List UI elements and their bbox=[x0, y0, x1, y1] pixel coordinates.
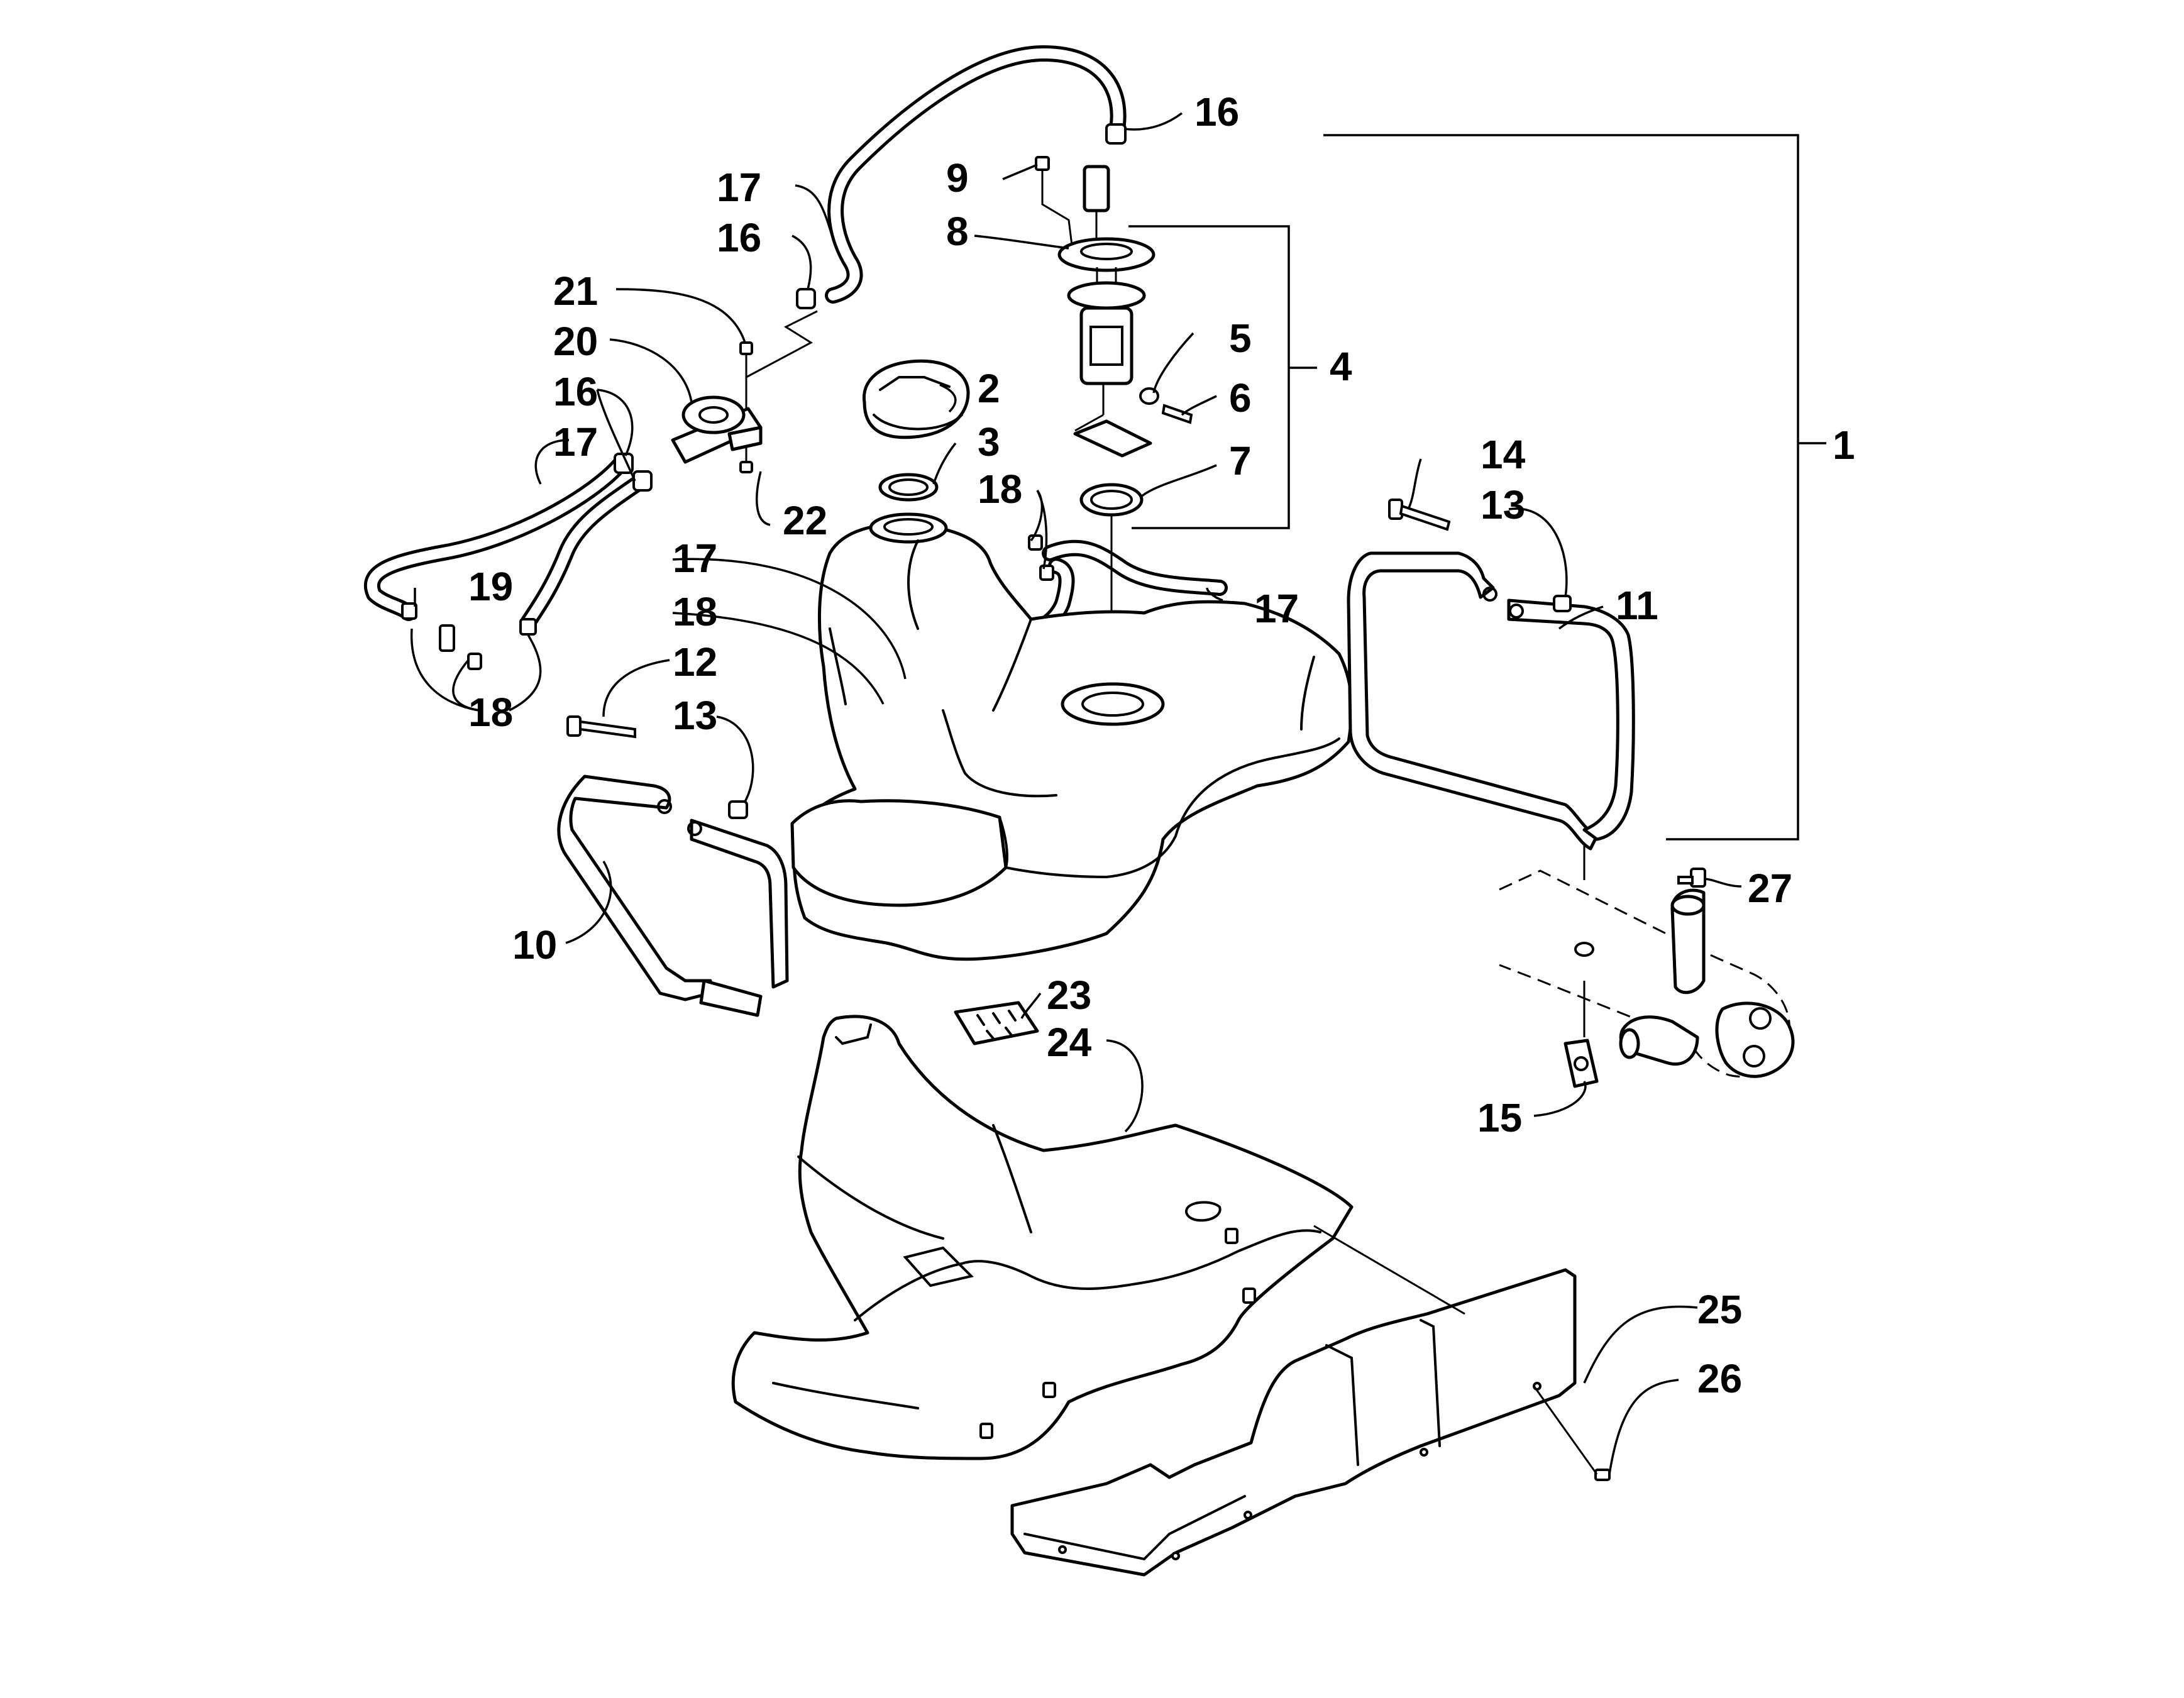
skid-screw-26 bbox=[1533, 1386, 1611, 1481]
tank-strap-right bbox=[1347, 551, 1635, 851]
callout-18: 18 bbox=[468, 690, 513, 735]
hose-connector-19 bbox=[401, 602, 537, 670]
fuel-tank bbox=[790, 512, 1354, 961]
callout-15: 15 bbox=[1477, 1095, 1522, 1140]
valve-screw-21 bbox=[739, 341, 753, 409]
callout-7: 7 bbox=[1229, 438, 1252, 483]
callout-9: 9 bbox=[946, 155, 969, 201]
skid-plate-25 bbox=[1010, 1225, 1577, 1577]
strap-bolt-12 bbox=[566, 715, 636, 739]
callout-18: 18 bbox=[978, 466, 1022, 512]
callout-24: 24 bbox=[1047, 1020, 1092, 1065]
callout-23: 23 bbox=[1047, 973, 1091, 1018]
valve-mounting-line bbox=[746, 310, 818, 378]
callout-6: 6 bbox=[1229, 375, 1252, 421]
callout-4: 4 bbox=[1330, 344, 1352, 389]
callout-13: 13 bbox=[1481, 482, 1525, 527]
callout-leaders bbox=[410, 112, 1742, 1475]
rollover-valve bbox=[671, 395, 763, 464]
callout-17: 17 bbox=[673, 536, 717, 581]
callout-8: 8 bbox=[946, 209, 969, 254]
callout-26: 26 bbox=[1697, 1356, 1742, 1401]
vent-hose-upper bbox=[825, 45, 1127, 304]
callout-14: 14 bbox=[1481, 432, 1526, 477]
callout-22: 22 bbox=[783, 498, 827, 543]
cap-gasket-3 bbox=[878, 473, 939, 502]
callout-2: 2 bbox=[978, 366, 1000, 411]
vent-hose-right bbox=[1042, 539, 1228, 596]
assembly-bracket-4 bbox=[1128, 225, 1317, 529]
callout-17: 17 bbox=[553, 419, 598, 465]
pump-gasket-7 bbox=[1079, 483, 1144, 517]
callout-19: 19 bbox=[468, 564, 513, 609]
pad-23 bbox=[954, 1001, 1039, 1045]
frame-tube bbox=[1499, 846, 1795, 1078]
strap-nut-13-left bbox=[728, 800, 748, 819]
callout-11: 11 bbox=[1616, 583, 1658, 628]
pump-screw-9 bbox=[1035, 156, 1073, 246]
callout-18: 18 bbox=[673, 589, 717, 634]
hose-clamp-upper-left bbox=[796, 288, 816, 309]
screw-27 bbox=[1677, 868, 1706, 888]
assembly-bracket-1 bbox=[1323, 134, 1826, 841]
vent-hose-middle bbox=[520, 473, 649, 631]
callout-16: 16 bbox=[1194, 89, 1239, 135]
hose-clamps-valve bbox=[614, 453, 653, 492]
callout-16: 16 bbox=[553, 369, 598, 414]
callout-27: 27 bbox=[1748, 866, 1792, 911]
callout-3: 3 bbox=[978, 419, 1000, 465]
pump-screw-6 bbox=[1161, 404, 1193, 424]
pump-grommet-5 bbox=[1139, 387, 1159, 405]
speed-nut-15 bbox=[1564, 1039, 1599, 1088]
tank-strap-left bbox=[557, 775, 789, 1017]
hose-clamp-top bbox=[1105, 123, 1127, 145]
callout-1: 1 bbox=[1833, 422, 1855, 468]
callout-17: 17 bbox=[1254, 586, 1299, 631]
callout-16: 16 bbox=[717, 215, 761, 260]
fuel-pump-assembly bbox=[1057, 165, 1155, 458]
valve-nut-22 bbox=[739, 446, 753, 473]
strap-nut-13-right bbox=[1553, 595, 1572, 612]
vent-hose-left bbox=[363, 457, 627, 621]
callout-21: 21 bbox=[553, 268, 598, 314]
callout-25: 25 bbox=[1697, 1287, 1742, 1332]
strap-bolt-14 bbox=[1388, 499, 1451, 531]
callout-10: 10 bbox=[512, 922, 557, 968]
callout-5: 5 bbox=[1229, 316, 1252, 361]
callout-13: 13 bbox=[673, 693, 717, 738]
callout-12: 12 bbox=[673, 639, 717, 685]
callout-17: 17 bbox=[717, 165, 761, 210]
callout-20: 20 bbox=[553, 319, 598, 364]
fuel-cap-2 bbox=[862, 359, 970, 439]
callout-labels: 16 9 17 8 16 21 20 5 2 4 16 6 17 3 1 7 1… bbox=[468, 89, 1855, 1401]
tank-guard bbox=[731, 1015, 1354, 1460]
